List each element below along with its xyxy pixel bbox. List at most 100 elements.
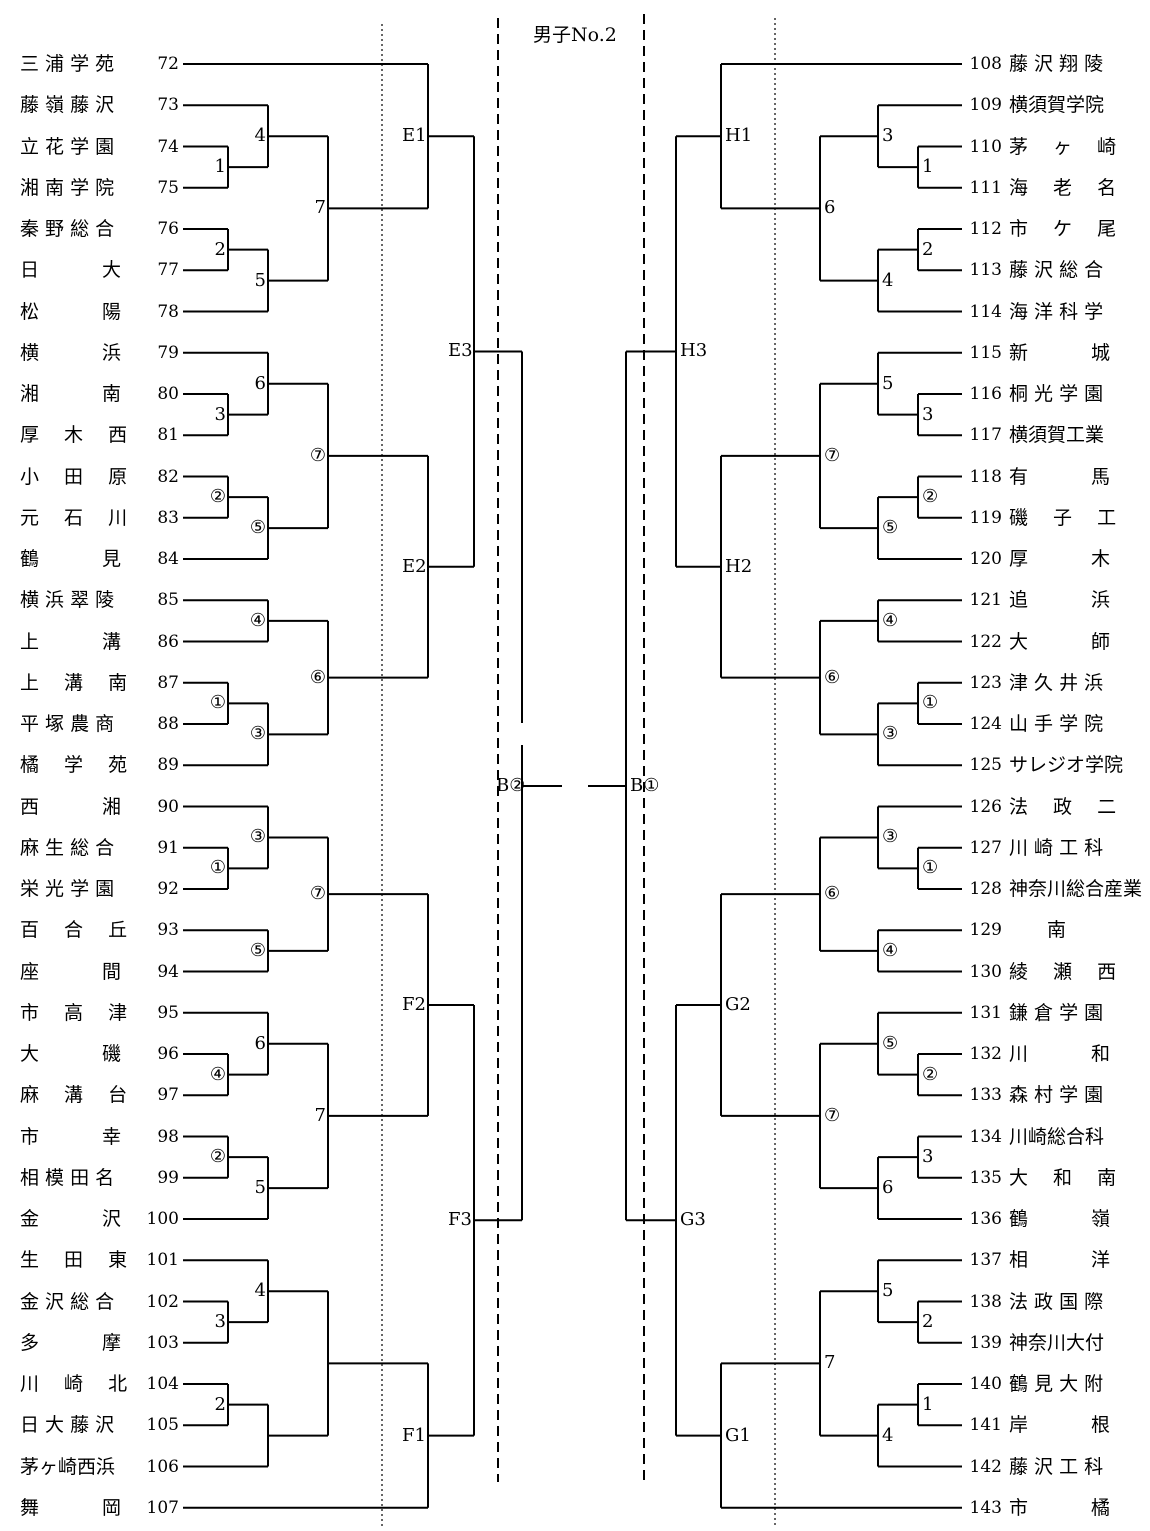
match-label: ⑤ bbox=[882, 517, 899, 539]
left-team-name: 横 浜 bbox=[20, 341, 122, 364]
right-team-name: 神奈川大付 bbox=[1009, 1331, 1105, 1354]
match-label: 6 bbox=[254, 372, 266, 394]
left-team-number: 86 bbox=[157, 631, 179, 652]
left-team-name: 茅ヶ崎西浜 bbox=[20, 1455, 116, 1478]
right-team-name: 川崎総合科 bbox=[1009, 1125, 1105, 1148]
right-team-number: 123 bbox=[969, 672, 1002, 693]
right-team-name: 鶴 嶺 bbox=[1009, 1208, 1111, 1230]
match-label: E3 bbox=[448, 340, 473, 362]
right-team-name: 海 老 名 bbox=[1009, 176, 1117, 199]
left-team-number: 78 bbox=[157, 301, 179, 322]
right-team-number: 131 bbox=[969, 1002, 1002, 1023]
match-label: 6 bbox=[824, 197, 836, 219]
match-label: G3 bbox=[680, 1209, 706, 1231]
match-label: 5 bbox=[254, 269, 266, 291]
left-team-name: 秦 野 総 合 bbox=[20, 218, 115, 240]
left-team-name: 栄 光 学 園 bbox=[20, 878, 115, 900]
right-team-name: 茅 ヶ 崎 bbox=[1009, 135, 1117, 158]
right-team-number: 135 bbox=[969, 1167, 1002, 1188]
right-team-number: 124 bbox=[969, 714, 1002, 734]
match-label: 4 bbox=[254, 1280, 266, 1302]
match-label: ⑤ bbox=[249, 939, 266, 961]
left-team-name: 湘 南 bbox=[20, 383, 122, 405]
match-label: ⑤ bbox=[882, 1032, 899, 1054]
match-label: H3 bbox=[680, 340, 708, 362]
right-team-name: 新 城 bbox=[1009, 341, 1111, 364]
left-team-number: 90 bbox=[157, 796, 179, 817]
match-label: ⑥ bbox=[824, 666, 841, 688]
right-team-name: 厚 木 bbox=[1009, 548, 1111, 570]
right-team-name: 南 bbox=[1009, 919, 1067, 942]
match-label: E2 bbox=[402, 555, 427, 577]
left-team-name: 日 大 藤 沢 bbox=[20, 1414, 115, 1437]
right-team-number: 116 bbox=[969, 384, 1002, 404]
left-team-name: 座 間 bbox=[20, 960, 122, 983]
right-team-name: 鶴 見 大 附 bbox=[1009, 1373, 1104, 1395]
left-team-name: 麻 溝 台 bbox=[20, 1084, 128, 1107]
left-team-name: 生 田 東 bbox=[20, 1249, 128, 1272]
right-team-number: 112 bbox=[969, 219, 1002, 239]
left-team-number: 103 bbox=[146, 1332, 179, 1353]
match-label: ④ bbox=[249, 609, 266, 631]
match-label: ⑦ bbox=[309, 444, 326, 466]
right-team-number: 132 bbox=[969, 1044, 1002, 1064]
match-label: G1 bbox=[725, 1424, 751, 1446]
right-team-name: 横須賀工業 bbox=[1009, 424, 1105, 447]
left-team-number: 100 bbox=[146, 1209, 179, 1229]
match-label: 4 bbox=[254, 125, 266, 147]
left-team-number: 74 bbox=[157, 136, 179, 157]
right-team-number: 119 bbox=[969, 507, 1002, 528]
left-team-name: 多 摩 bbox=[20, 1331, 122, 1354]
left-team-number: 97 bbox=[157, 1085, 179, 1106]
match-label: F3 bbox=[448, 1209, 472, 1231]
right-team-number: 127 bbox=[969, 837, 1002, 858]
left-team-number: 92 bbox=[157, 879, 179, 899]
right-team-number: 141 bbox=[969, 1415, 1002, 1436]
right-team-name: 磯 子 工 bbox=[1009, 506, 1117, 529]
match-label: ① bbox=[922, 857, 939, 879]
right-team-number: 129 bbox=[969, 920, 1002, 941]
match-label: ③ bbox=[882, 826, 899, 848]
match-label: 3 bbox=[922, 1146, 934, 1168]
right-team-number: 139 bbox=[969, 1332, 1002, 1353]
match-label: ② bbox=[209, 486, 226, 508]
left-team-name: 市 高 津 bbox=[20, 1001, 128, 1024]
match-label: ⑥ bbox=[824, 883, 841, 905]
left-team-name: 平 塚 農 商 bbox=[20, 713, 115, 735]
left-team-number: 98 bbox=[157, 1126, 179, 1147]
match-label: 3 bbox=[214, 403, 226, 425]
right-team-number: 137 bbox=[969, 1250, 1002, 1271]
left-team-number: 87 bbox=[157, 672, 179, 693]
left-team-number: 72 bbox=[157, 54, 179, 74]
match-label: 5 bbox=[882, 372, 894, 394]
right-team-name: 川 和 bbox=[1009, 1043, 1111, 1065]
match-label: B① bbox=[630, 775, 660, 796]
right-team-number: 125 bbox=[969, 755, 1002, 776]
right-team-name: 綾 瀬 西 bbox=[1009, 960, 1117, 983]
left-team-number: 93 bbox=[157, 920, 179, 941]
match-label: 1 bbox=[214, 156, 226, 178]
left-team-name: 西 湘 bbox=[20, 795, 122, 818]
left-team-name: 小 田 原 bbox=[20, 465, 128, 488]
match-label: ② bbox=[922, 486, 939, 508]
left-team-number: 82 bbox=[157, 466, 179, 487]
match-label: ⑦ bbox=[824, 444, 841, 466]
match-label: ④ bbox=[882, 609, 899, 631]
right-team-number: 120 bbox=[969, 549, 1002, 569]
left-team-name: 大 磯 bbox=[20, 1043, 122, 1065]
left-team-name: 市 幸 bbox=[20, 1125, 122, 1148]
right-team-name: 相 洋 bbox=[1009, 1249, 1111, 1272]
right-team-name: 法 政 国 際 bbox=[1009, 1290, 1104, 1313]
right-team-name: 津 久 井 浜 bbox=[1009, 671, 1104, 694]
left-team-number: 105 bbox=[146, 1415, 179, 1436]
left-team-name: 厚 木 西 bbox=[20, 424, 128, 447]
match-label: 2 bbox=[922, 1311, 934, 1333]
left-team-name: 金 沢 bbox=[20, 1208, 122, 1230]
right-team-name: 大 師 bbox=[1009, 630, 1111, 653]
match-label: ② bbox=[922, 1063, 939, 1085]
left-team-name: 鶴 見 bbox=[20, 548, 122, 570]
left-team-name: 川 崎 北 bbox=[20, 1373, 128, 1395]
left-team-name: 立 花 学 園 bbox=[20, 135, 115, 158]
left-team-name: 舞 岡 bbox=[20, 1496, 122, 1519]
